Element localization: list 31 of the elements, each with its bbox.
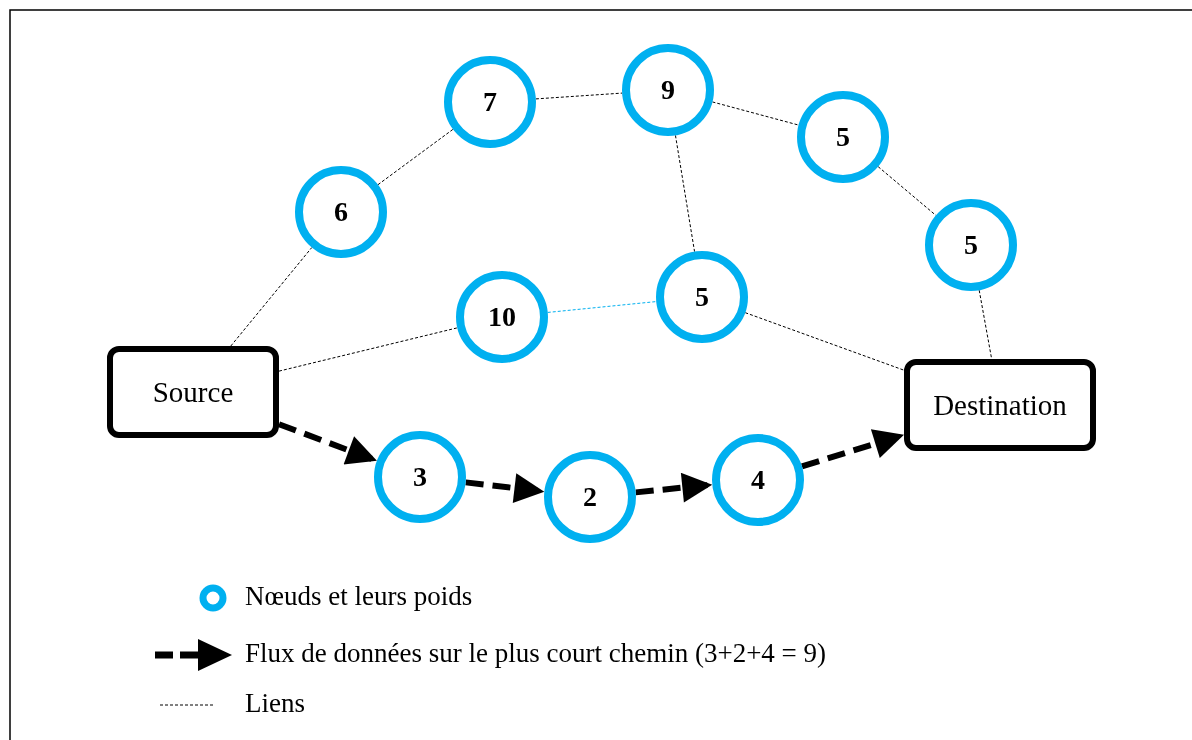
node-weight: 5 xyxy=(836,121,850,153)
node-weight: 3 xyxy=(413,461,427,493)
arrow xyxy=(635,472,713,503)
legend-text: Nœuds et leurs poids xyxy=(245,581,473,612)
node-weight: 10 xyxy=(488,301,516,333)
node-label: Source xyxy=(152,375,234,409)
node-weight: 7 xyxy=(483,86,497,118)
node-label: Destination xyxy=(933,388,1067,422)
node-weight: 9 xyxy=(661,74,675,106)
node-weight: 2 xyxy=(583,481,597,513)
endpoint-box xyxy=(107,346,279,438)
node-weight: 6 xyxy=(334,196,348,228)
link-line xyxy=(744,312,905,371)
endpoint-box xyxy=(904,359,1096,451)
link-line xyxy=(978,289,993,360)
link-line xyxy=(711,101,800,126)
node-weight: 5 xyxy=(695,281,709,313)
legend-text: Liens xyxy=(245,688,305,719)
legend-text: Flux de données sur le plus court chemin (3+2+4 = 9) xyxy=(245,638,827,669)
node-weight: 5 xyxy=(964,229,978,261)
node-weight: 4 xyxy=(751,464,765,496)
link-line xyxy=(230,247,313,347)
link-line xyxy=(278,327,458,372)
link-line xyxy=(547,301,657,313)
link-line xyxy=(674,134,696,253)
link-line xyxy=(877,166,937,216)
arrow xyxy=(277,421,378,465)
arrow xyxy=(801,429,905,470)
link-line xyxy=(535,92,623,100)
arrow xyxy=(465,473,545,503)
link-line xyxy=(377,128,454,186)
